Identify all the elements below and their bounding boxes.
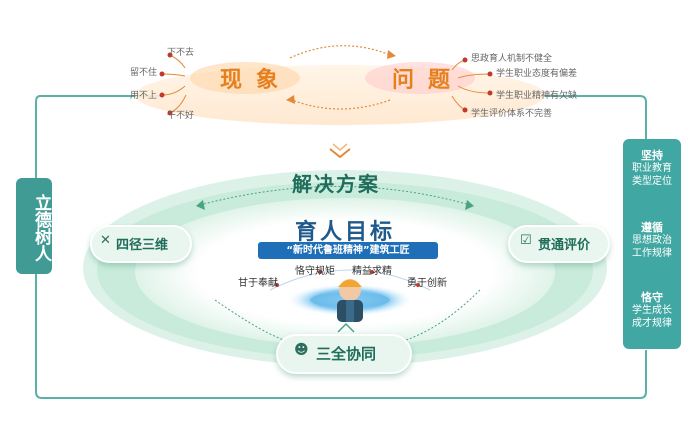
principle-line: 学生成长 <box>632 305 672 316</box>
node-bottom-label: 三全协同 <box>316 345 377 363</box>
problem-item: 思政育人机制不健全 <box>471 54 553 64</box>
phenomenon-item: 留不住 <box>130 68 158 78</box>
principle-item: 遵循 思想政治 工作规律 <box>623 221 681 260</box>
phenomenon-item: 干不好 <box>167 111 195 121</box>
problem-item: 学生职业精神有欠缺 <box>496 91 578 101</box>
principle-item: 坚持 职业教育 类型定位 <box>623 149 681 188</box>
principle-head: 坚持 <box>641 149 663 162</box>
phenomenon-item: 下不去 <box>167 48 195 58</box>
principle-line: 类型定位 <box>632 176 672 187</box>
principle-line: 职业教育 <box>632 163 672 174</box>
principles-panel: 坚持 职业教育 类型定位 遵循 思想政治 工作规律 恪守 学生成长 成才规律 <box>623 139 681 349</box>
inner-ring <box>135 198 555 346</box>
value-label: 恪守规矩 <box>295 266 335 277</box>
principle-line: 思想政治 <box>632 235 672 246</box>
node-right-label: 贯通评价 <box>538 238 591 253</box>
principle-head: 遵循 <box>641 221 663 234</box>
principle-item: 恪守 学生成长 成才规律 <box>623 291 681 330</box>
target-subtitle: “新时代鲁班精神”建筑工匠 <box>258 242 438 259</box>
node-left-label: 四径三维 <box>116 238 169 253</box>
principle-line: 成才规律 <box>632 318 672 329</box>
frame-line-right <box>540 95 647 139</box>
tools-icon: ✕ <box>100 233 111 248</box>
phenomenon-item: 用不上 <box>130 91 158 101</box>
value-label: 精益求精 <box>352 266 392 277</box>
value-label: 甘于奉献 <box>238 278 278 289</box>
phenomenon-title: 现象 <box>220 68 293 93</box>
frame-line <box>35 95 647 399</box>
problem-item: 学生评价体系不完善 <box>471 109 553 119</box>
principle-head: 恪守 <box>641 291 663 304</box>
problem-title: 问题 <box>392 68 465 93</box>
solution-title: 解决方案 <box>292 172 380 196</box>
target-title: 育人目标 <box>295 220 396 245</box>
node-bottom: ☻ 三全协同 <box>276 334 412 374</box>
value-label: 勇于创新 <box>407 278 447 289</box>
checklist-icon: ☑ <box>520 233 532 248</box>
worker-figure <box>337 279 363 322</box>
people-icon: ☻ <box>294 342 309 358</box>
principle-line: 工作规律 <box>632 248 672 259</box>
left-banner: 立德树人 <box>16 178 52 274</box>
problem-item: 学生职业态度有偏差 <box>496 69 578 79</box>
node-left: ✕ 四径三维 <box>90 225 192 263</box>
node-right: ☑ 贯通评价 <box>508 225 610 263</box>
